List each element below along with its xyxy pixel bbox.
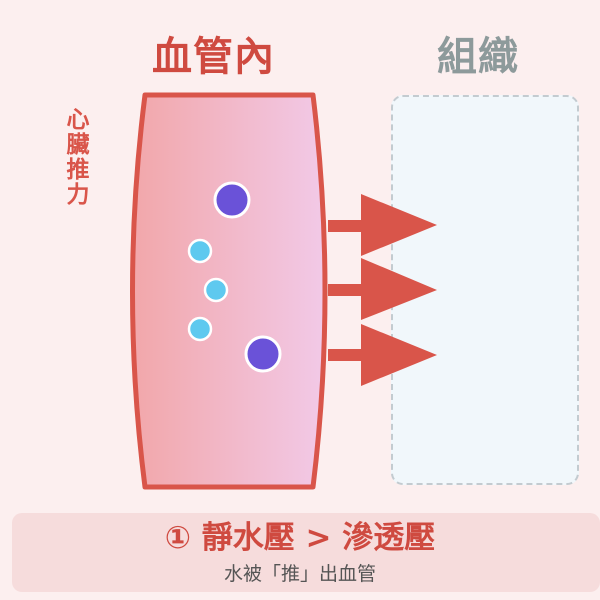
- tissue-title: 組織: [437, 34, 519, 80]
- side-label: 心臟推力: [64, 108, 92, 208]
- caption-panel: [12, 513, 600, 592]
- small-molecule: [203, 277, 229, 303]
- vessel-title: 血管內: [152, 34, 275, 80]
- side-label-char: 臟: [66, 132, 90, 158]
- outflow-arrow: [328, 324, 437, 386]
- small-molecule: [187, 238, 213, 264]
- side-label-char: 推: [66, 157, 90, 183]
- side-label-char: 力: [66, 182, 90, 208]
- outflow-arrow: [328, 194, 437, 256]
- caption-main: ① 靜水壓 > 滲透壓: [164, 520, 436, 556]
- large-molecule: [213, 181, 251, 219]
- outflow-arrow: [328, 258, 437, 320]
- small-molecule: [187, 316, 213, 342]
- blood-vessel: [130, 92, 328, 490]
- side-label-char: 心: [66, 107, 90, 133]
- caption-sub: 水被「推」出血管: [223, 563, 376, 585]
- large-molecule: [244, 335, 282, 373]
